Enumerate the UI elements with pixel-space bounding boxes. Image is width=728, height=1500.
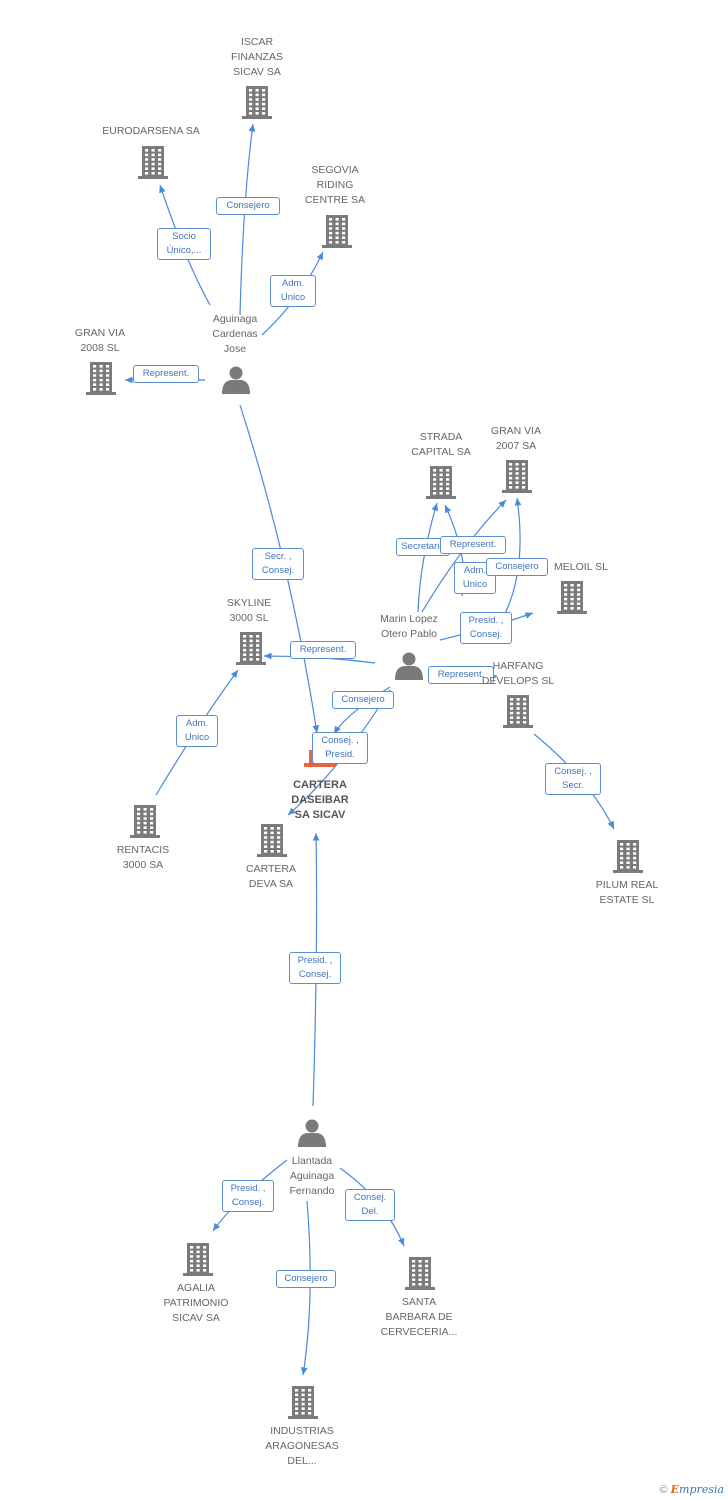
edge-label-aguinaga-to-iscar[interactable]: Consejero [216, 197, 280, 215]
copyright-symbol: © [659, 1484, 668, 1496]
edge-label-llantada-to-cartera_daseibar[interactable]: Presid. , Consej. [289, 952, 341, 984]
node-label-meloil[interactable]: MELOIL SL [554, 561, 608, 573]
building-icon-agalia[interactable] [183, 1243, 213, 1276]
node-label-agalia[interactable]: AGALIA PATRIMONIO SICAV SA [163, 1282, 229, 1324]
edge-label-aguinaga-to-segovia[interactable]: Adm. Unico [270, 275, 316, 307]
node-label-harfang[interactable]: HARFANG DEVELOPS SL [481, 660, 555, 687]
node-label-iscar[interactable]: ISCAR FINANZAS SICAV SA [231, 36, 283, 78]
building-icon-industrias[interactable] [288, 1386, 318, 1419]
edge-label-aguinaga-to-eurodarsena[interactable]: Socio Único,... [157, 228, 211, 260]
edge-label-marin-to-harfang[interactable]: Represent. [428, 666, 494, 684]
node-label-segovia[interactable]: SEGOVIA RIDING CENTRE SA [304, 164, 366, 206]
building-icon-granvia2007[interactable] [502, 460, 532, 493]
person-icon-llantada[interactable] [298, 1119, 326, 1148]
edge-label-marin-to-cartera_deva[interactable]: Consej. , Presid. [312, 732, 368, 764]
node-label-cartera_daseibar[interactable]: CARTERA DASEIBAR SA SICAV [291, 779, 349, 821]
building-icon-iscar[interactable] [242, 86, 272, 119]
edge-label-llantada-to-santa_barbara[interactable]: Consej. Del. [345, 1189, 395, 1221]
edge-label-llantada-to-agalia[interactable]: Presid. , Consej. [222, 1180, 274, 1212]
edge-label-aguinaga-to-granvia2008[interactable]: Represent. [133, 365, 199, 383]
edge-label-marin-to-meloil[interactable]: Presid. , Consej. [460, 612, 512, 644]
node-label-industrias[interactable]: INDUSTRIAS ARAGONESAS DEL... [265, 1425, 339, 1467]
node-label-rentacis[interactable]: RENTACIS 3000 SA [116, 844, 170, 871]
person-icon-aguinaga[interactable] [222, 366, 250, 395]
edge-aguinaga-to-iscar [239, 123, 256, 316]
node-label-pilum[interactable]: PILUM REAL ESTATE SL [595, 879, 659, 906]
node-label-marin[interactable]: Marin Lopez Otero Pablo [380, 613, 438, 640]
building-icon-meloil[interactable] [557, 581, 587, 614]
edge-label-marin-to-skyline[interactable]: Represent. [290, 641, 356, 659]
node-label-granvia2008[interactable]: GRAN VIA 2008 SL [74, 327, 126, 354]
building-icon-pilum[interactable] [613, 840, 643, 873]
brand-logo-e: E [670, 1483, 680, 1496]
node-label-llantada[interactable]: Llantada Aguinaga Fernando [289, 1155, 335, 1197]
building-icon-skyline[interactable] [236, 632, 266, 665]
building-icon-granvia2008[interactable] [86, 362, 116, 395]
node-label-santa_barbara[interactable]: SANTA BARBARA DE CERVECERIA... [380, 1296, 458, 1338]
footer-brand: © Empresia [659, 1483, 724, 1496]
edge-label-aguinaga-to-cartera_daseibar[interactable]: Secr. , Consej. [252, 548, 304, 580]
brand-logo-text: mpresia [679, 1483, 724, 1496]
building-icon-segovia[interactable] [322, 215, 352, 248]
node-label-granvia2007[interactable]: GRAN VIA 2007 SA [490, 425, 542, 452]
edge-label-harfang-to-pilum[interactable]: Consej. , Secr. [545, 763, 601, 795]
edge-label-marin-to-cartera_daseibar[interactable]: Consejero [332, 691, 394, 709]
building-icon-rentacis[interactable] [130, 805, 160, 838]
edge-marin-to-strada [417, 502, 439, 613]
node-label-strada[interactable]: STRADA CAPITAL SA [411, 431, 471, 458]
building-icon-cartera_deva[interactable] [257, 824, 287, 857]
node-label-aguinaga[interactable]: Aguinaga Cardenas Jose [212, 313, 258, 355]
building-icon-eurodarsena[interactable] [138, 146, 168, 179]
edge-label-marin-to-granvia2007[interactable]: Represent. [440, 536, 506, 554]
person-icon-marin[interactable] [395, 652, 423, 681]
node-label-skyline[interactable]: SKYLINE 3000 SL [226, 597, 272, 624]
edge-marin-to-granvia2007 [421, 499, 507, 613]
edge-label-rentacis-to-skyline[interactable]: Adm. Unico [176, 715, 218, 747]
node-label-cartera_deva[interactable]: CARTERA DEVA SA [246, 863, 296, 890]
edge-llantada-to-industrias [300, 1200, 311, 1376]
edge-label-llantada-to-industrias[interactable]: Consejero [276, 1270, 336, 1288]
edge-label-marin-to-granvia2007[interactable]: Consejero [486, 558, 548, 576]
node-label-eurodarsena[interactable]: EURODARSENA SA [102, 125, 200, 137]
building-icon-santa_barbara[interactable] [405, 1257, 435, 1290]
building-icon-harfang[interactable] [503, 695, 533, 728]
building-icon-strada[interactable] [426, 466, 456, 499]
